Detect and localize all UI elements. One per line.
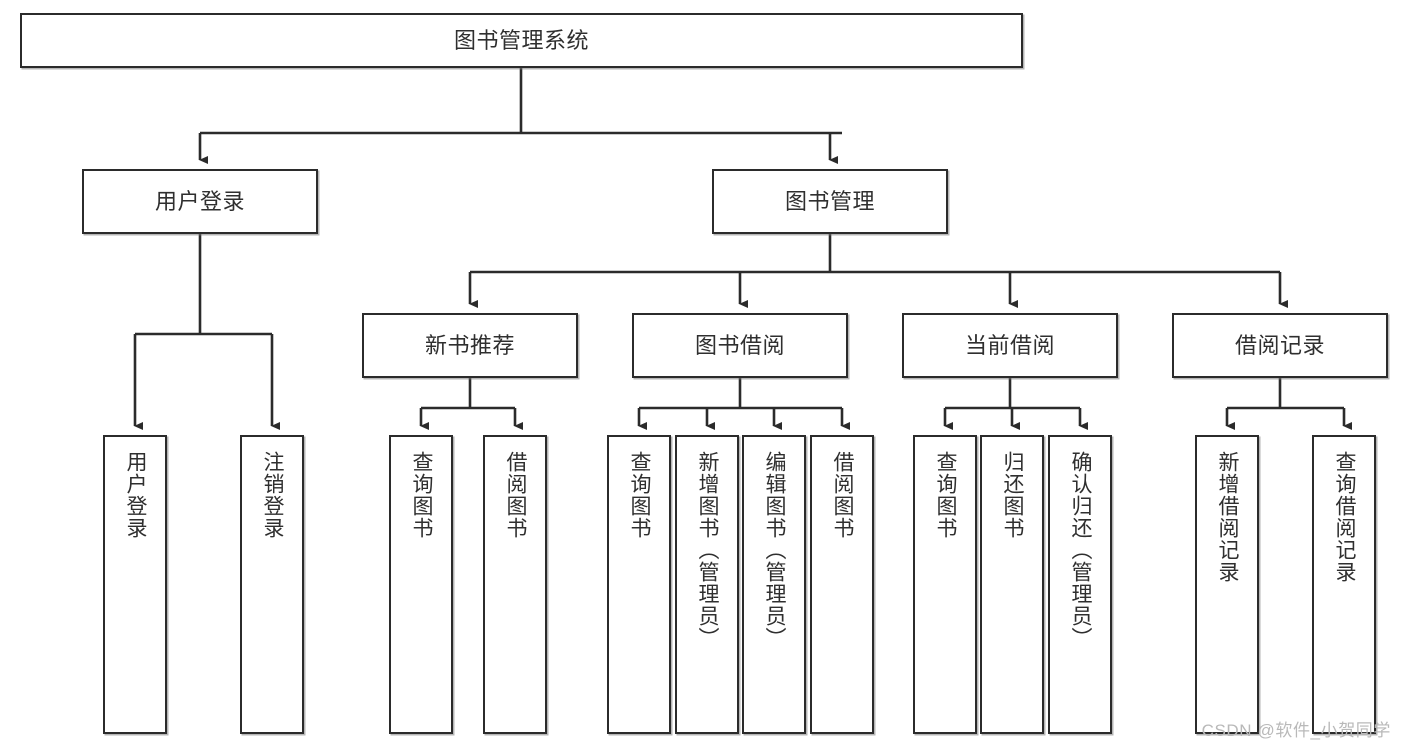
node-label: 用户登录 bbox=[154, 188, 245, 214]
node-leaf-add-book[interactable]: 新增图书（管理员） bbox=[675, 435, 739, 734]
node-label: 图书管理 bbox=[784, 188, 875, 214]
node-new-book-recommend[interactable]: 新书推荐 bbox=[362, 313, 578, 378]
node-label: 查询图书 bbox=[410, 451, 434, 539]
edges-root-to-level1 bbox=[198, 68, 842, 164]
node-label: 确认归还（管理员） bbox=[1069, 451, 1093, 649]
node-book-borrow[interactable]: 图书借阅 bbox=[632, 313, 848, 378]
edges-borrowrecord-to-leaves bbox=[1225, 378, 1352, 430]
node-label: 查询图书 bbox=[628, 451, 652, 539]
node-label: 新增图书（管理员） bbox=[696, 451, 720, 649]
node-label: 用户登录 bbox=[124, 451, 148, 539]
node-label: 注销登录 bbox=[261, 451, 285, 539]
node-borrow-record[interactable]: 借阅记录 bbox=[1172, 313, 1388, 378]
edges-newbook-to-leaves bbox=[419, 378, 523, 430]
node-user-login[interactable]: 用户登录 bbox=[82, 169, 318, 234]
node-root-system[interactable]: 图书管理系统 bbox=[20, 13, 1023, 68]
node-leaf-borrow-book-1[interactable]: 借阅图书 bbox=[483, 435, 547, 734]
node-leaf-query-book-2[interactable]: 查询图书 bbox=[607, 435, 671, 734]
node-label: 借阅图书 bbox=[831, 451, 855, 539]
node-label: 查询借阅记录 bbox=[1333, 451, 1357, 583]
node-label: 编辑图书（管理员） bbox=[763, 451, 787, 649]
node-label: 图书管理系统 bbox=[453, 27, 589, 53]
watermark-text: CSDN @软件_小贺同学 bbox=[1201, 721, 1391, 740]
edges-userlogin-to-leaves bbox=[133, 234, 280, 430]
node-leaf-add-record[interactable]: 新增借阅记录 bbox=[1195, 435, 1259, 734]
edges-currentborrow-to-leaves bbox=[943, 378, 1088, 430]
node-label: 借阅记录 bbox=[1234, 332, 1325, 358]
node-label: 查询图书 bbox=[934, 451, 958, 539]
node-leaf-user-login[interactable]: 用户登录 bbox=[103, 435, 167, 734]
node-label: 借阅图书 bbox=[504, 451, 528, 539]
edges-bookborrow-to-leaves bbox=[637, 378, 850, 430]
node-leaf-query-book-1[interactable]: 查询图书 bbox=[389, 435, 453, 734]
node-leaf-confirm-return[interactable]: 确认归还（管理员） bbox=[1048, 435, 1112, 734]
node-label: 新书推荐 bbox=[424, 332, 515, 358]
node-label: 归还图书 bbox=[1001, 451, 1025, 539]
edges-bookmanage-to-level2 bbox=[468, 234, 1288, 308]
node-leaf-query-record[interactable]: 查询借阅记录 bbox=[1312, 435, 1376, 734]
node-leaf-query-book-3[interactable]: 查询图书 bbox=[913, 435, 977, 734]
node-current-borrow[interactable]: 当前借阅 bbox=[902, 313, 1118, 378]
node-leaf-logout[interactable]: 注销登录 bbox=[240, 435, 304, 734]
node-leaf-return-book[interactable]: 归还图书 bbox=[980, 435, 1044, 734]
node-label: 图书借阅 bbox=[694, 332, 785, 358]
node-label: 当前借阅 bbox=[964, 332, 1055, 358]
node-book-manage[interactable]: 图书管理 bbox=[712, 169, 948, 234]
node-leaf-borrow-book-2[interactable]: 借阅图书 bbox=[810, 435, 874, 734]
node-label: 新增借阅记录 bbox=[1216, 451, 1240, 583]
node-leaf-edit-book[interactable]: 编辑图书（管理员） bbox=[742, 435, 806, 734]
